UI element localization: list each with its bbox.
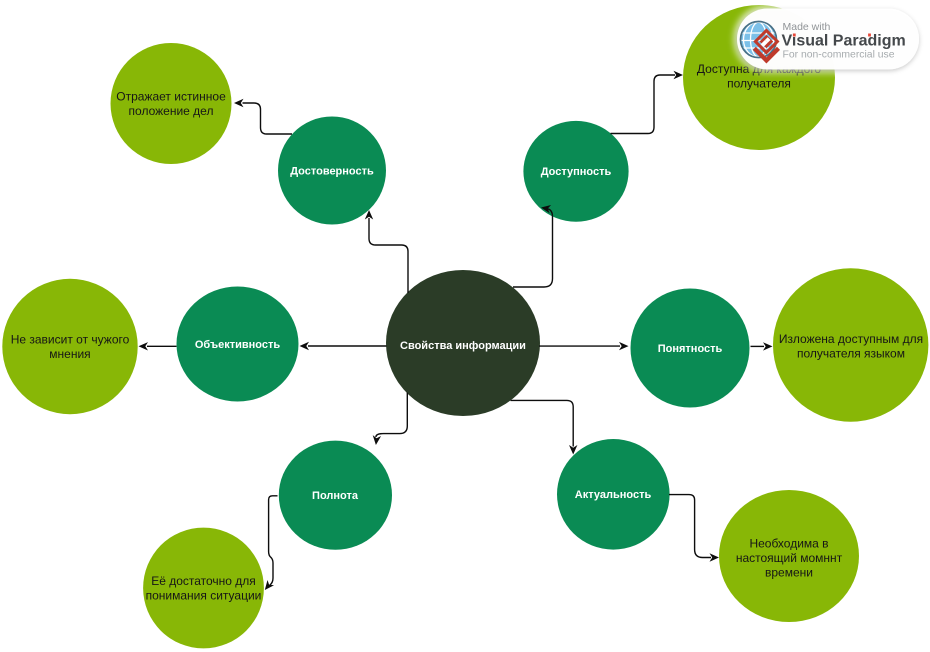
svg-text:мнения: мнения [49, 347, 90, 361]
svg-text:Visual Paradigm: Visual Paradigm [782, 33, 906, 50]
svg-text:Понятность: Понятность [658, 343, 723, 355]
svg-text:Отражает истинное: Отражает истинное [116, 90, 226, 104]
svg-text:Необходима в: Необходима в [749, 537, 828, 551]
svg-text:понимания ситуации: понимания ситуации [146, 588, 262, 602]
svg-text:Её достаточно для: Её достаточно для [151, 574, 256, 588]
svg-text:настоящий момннт: настоящий момннт [736, 551, 843, 565]
svg-text:Достоверность: Достоверность [290, 166, 374, 178]
svg-text:For non-commercial use: For non-commercial use [783, 50, 895, 61]
svg-text:получателя: получателя [727, 77, 791, 91]
svg-text:Свойства информации: Свойства информации [400, 340, 526, 352]
svg-text:Не зависит от чужого: Не зависит от чужого [11, 333, 130, 347]
svg-text:Актуальность: Актуальность [575, 489, 652, 501]
svg-text:положение дел: положение дел [129, 104, 214, 118]
svg-text:получателя языком: получателя языком [797, 346, 905, 360]
svg-text:Изложена доступным для: Изложена доступным для [779, 332, 923, 346]
svg-text:Полнота: Полнота [312, 490, 359, 502]
svg-text:времени: времени [765, 565, 813, 579]
svg-text:Доступность: Доступность [541, 166, 612, 178]
svg-text:Made with: Made with [783, 21, 831, 33]
svg-text:Объективность: Объективность [195, 339, 280, 351]
